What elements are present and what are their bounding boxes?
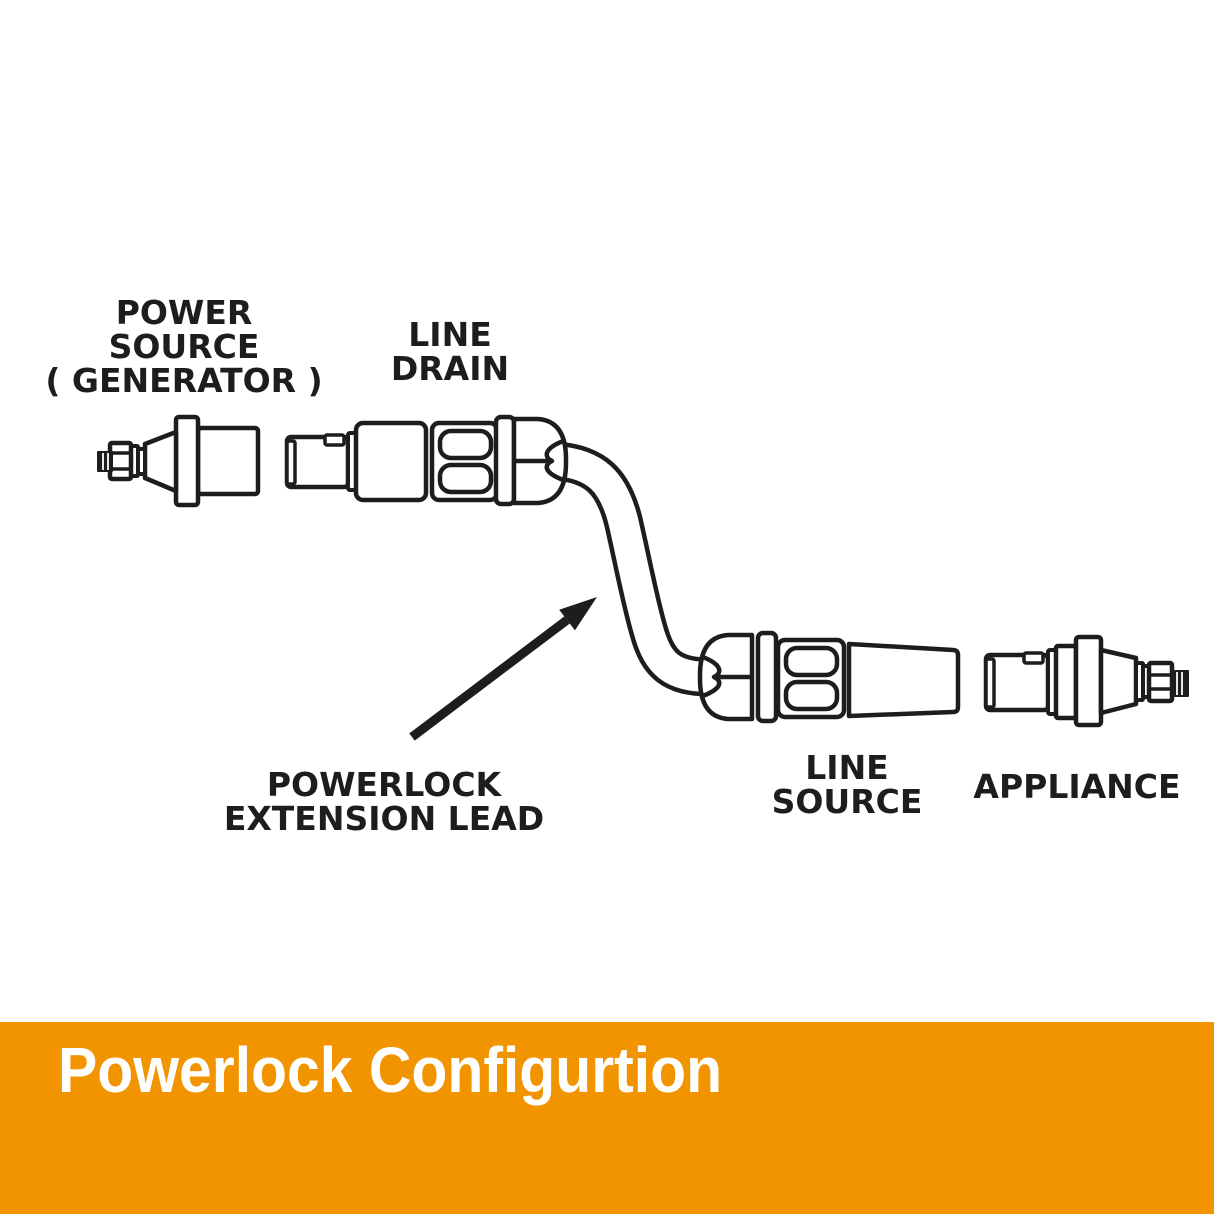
extension-lead-label-line1: POWERLOCK [266, 765, 502, 804]
line-drain-label: LINE DRAIN [391, 318, 509, 386]
power-source-label: POWER SOURCE ( GENERATOR ) [45, 296, 322, 398]
line-source-connector-drawing [697, 630, 961, 724]
diagram-drawing [97, 414, 1189, 741]
extension-cable-drawing [553, 441, 711, 697]
line-source-label-line1: LINE [805, 748, 889, 787]
appliance-label: APPLIANCE [973, 770, 1180, 804]
extension-lead-label-line2: EXTENSION LEAD [223, 799, 545, 838]
pointer-arrow [409, 597, 597, 741]
line-drain-connector-drawing [284, 414, 569, 507]
appliance-label-line1: APPLIANCE [973, 767, 1181, 806]
power-source-label-line1: POWER [115, 293, 253, 332]
power-source-label-line2: SOURCE [108, 327, 260, 366]
extension-lead-label: POWERLOCK EXTENSION LEAD [224, 768, 544, 836]
line-drain-label-line2: DRAIN [390, 349, 510, 388]
line-drain-label-line1: LINE [408, 315, 492, 354]
appliance-connector-drawing [983, 634, 1189, 728]
banner-title: Powerlock Configurtion [58, 1034, 723, 1106]
power-source-connector-drawing [97, 414, 261, 508]
title-banner [0, 1022, 1214, 1214]
line-source-label: LINE SOURCE [772, 751, 923, 819]
line-source-label-line2: SOURCE [771, 782, 923, 821]
power-source-label-line3: ( GENERATOR ) [45, 361, 323, 400]
